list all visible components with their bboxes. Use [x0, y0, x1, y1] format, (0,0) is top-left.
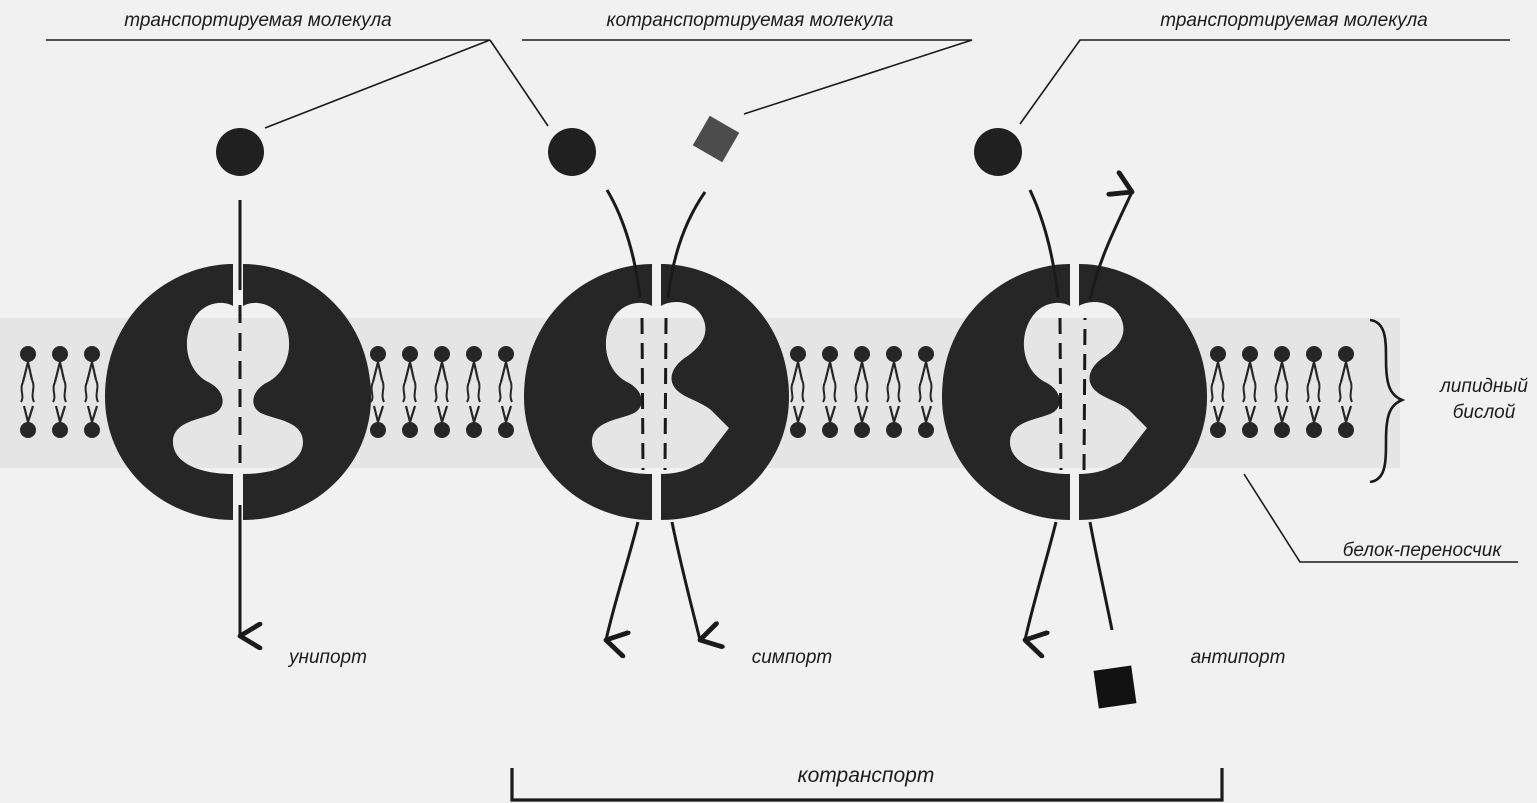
- antiport-transported-molecule: [974, 128, 1022, 176]
- label-symport: симпорт: [752, 647, 833, 668]
- leader-transported-symport: [490, 40, 548, 126]
- symport-arrow-left: [606, 522, 638, 640]
- label-carrier-protein: белок-переносчик: [1343, 540, 1503, 561]
- uniport-transported-molecule: [216, 128, 264, 176]
- leader-transported-right: [1020, 40, 1510, 124]
- antiport-path-out-bottom: [1090, 522, 1112, 630]
- antiport-arrow-in: [1025, 522, 1056, 640]
- leader-cotransported: [522, 40, 972, 114]
- symport-transported-molecule: [548, 128, 596, 176]
- label-transported-right: транспортируемая молекула: [1160, 10, 1428, 31]
- leader-transported-left: [46, 40, 490, 128]
- label-lipid-bilayer-line2: бислой: [1453, 402, 1516, 423]
- cotransported-molecule-square: [693, 116, 739, 162]
- label-transported-left: транспортируемая молекула: [124, 10, 392, 31]
- symport-arrow-right: [672, 522, 700, 640]
- label-uniport: унипорт: [287, 647, 367, 668]
- antiport-molecule-square: [1094, 666, 1137, 709]
- label-cotransported: котранспортируемая молекула: [606, 10, 893, 31]
- label-lipid-bilayer-line1: липидный: [1439, 376, 1528, 397]
- label-cotransport: котранспорт: [798, 764, 935, 787]
- label-antiport: антипорт: [1191, 647, 1286, 668]
